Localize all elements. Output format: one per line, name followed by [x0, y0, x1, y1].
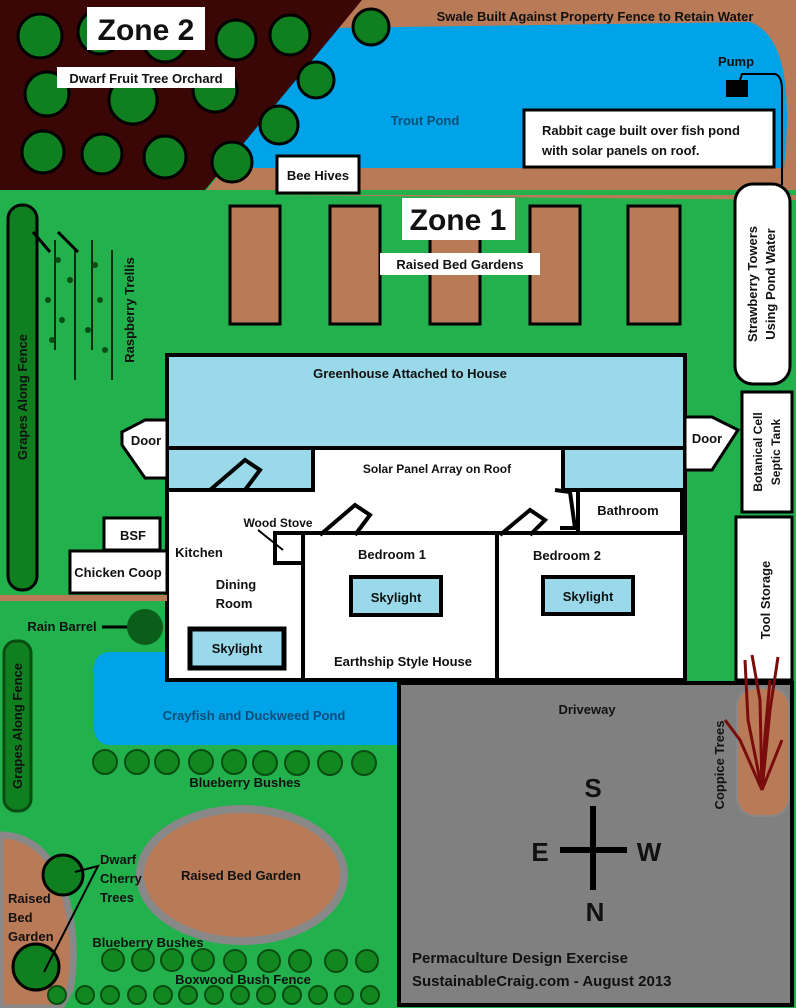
- septic-label-2: Septic Tank: [769, 418, 783, 485]
- boxwood-label: Boxwood Bush Fence: [175, 972, 311, 987]
- chicken-coop: [68, 549, 169, 595]
- rain-barrel-label: Rain Barrel: [27, 619, 96, 634]
- compass-north: N: [586, 897, 605, 927]
- blueberry-row-2: [101, 948, 379, 973]
- tool-storage-label: Tool Storage: [758, 561, 773, 639]
- bee-hives-label: Bee Hives: [287, 168, 349, 183]
- tool-storage: [734, 515, 794, 682]
- rabbit-cage: [522, 108, 776, 169]
- dining-label-1: Dining: [216, 577, 256, 592]
- left-bed-label-1: Raised: [8, 891, 51, 906]
- compass-east: E: [531, 837, 548, 867]
- septic-label-1: Botanical Cell: [751, 412, 765, 491]
- compass-west: W: [637, 837, 662, 867]
- wood-stove-label: Wood Stove: [243, 516, 312, 530]
- credit-title: Permaculture Design Exercise: [412, 950, 628, 967]
- skylight-label: Skylight: [563, 589, 614, 604]
- cherry-label-3: Trees: [100, 890, 134, 905]
- skylight-kitchen: [187, 626, 287, 671]
- compass: S N E W: [531, 773, 661, 927]
- rabbit-text-1: Rabbit cage built over fish pond: [542, 123, 740, 138]
- cherry-label-2: Cherry: [100, 871, 143, 886]
- skylight-label: Skylight: [371, 590, 422, 605]
- chicken-coop-label: Chicken Coop: [74, 565, 161, 580]
- cherry-label-1: Dwarf: [100, 852, 137, 867]
- kitchen-label: Kitchen: [175, 545, 223, 560]
- grapes-bottom-label: Grapes Along Fence: [10, 663, 25, 789]
- zone2-title: Zone 2: [98, 14, 195, 47]
- blueberry-label-2: Blueberry Bushes: [92, 935, 203, 950]
- rain-barrel: [127, 609, 163, 645]
- grapes-top-label: Grapes Along Fence: [15, 334, 30, 460]
- pump-icon: [726, 80, 748, 97]
- grapes-fence-top: [6, 203, 39, 592]
- pump-pipe: [739, 73, 783, 185]
- cherry-tree: [11, 942, 61, 992]
- pump-label: Pump: [718, 54, 754, 69]
- dining-label-2: Room: [216, 596, 253, 611]
- house-label: Earthship Style House: [334, 654, 472, 669]
- bathroom-label: Bathroom: [597, 503, 658, 518]
- boxwood-fence: [47, 985, 380, 1005]
- driveway-label: Driveway: [558, 702, 616, 717]
- zone1-title: Zone 1: [410, 204, 507, 237]
- strawberry-label-2: Using Pond Water: [763, 228, 778, 339]
- raised-bed-garden-label: Raised Bed Garden: [181, 868, 301, 883]
- blueberry-label-1: Blueberry Bushes: [189, 775, 300, 790]
- door-left-label: Door: [131, 433, 161, 448]
- bsf: [102, 516, 162, 552]
- raspberry-label: Raspberry Trellis: [122, 257, 137, 363]
- bee-hives: [275, 154, 361, 195]
- coppice-label: Coppice Trees: [712, 721, 727, 810]
- door-right[interactable]: [683, 415, 741, 472]
- cherry-tree: [41, 853, 85, 897]
- raised-bed-garden: [136, 805, 348, 945]
- compass-south: S: [584, 773, 601, 803]
- swale-label: Swale Built Against Property Fence to Re…: [437, 9, 754, 24]
- grapes-fence-bottom: [2, 639, 33, 813]
- door-right-label: Door: [692, 431, 722, 446]
- door-swings: [208, 457, 578, 537]
- greenhouse-label: Greenhouse Attached to House: [313, 366, 507, 381]
- bedroom1-label: Bedroom 1: [358, 547, 426, 562]
- trout-pond-label: Trout Pond: [391, 113, 460, 128]
- bedroom2-label: Bedroom 2: [533, 548, 601, 563]
- septic-tank: [740, 390, 794, 514]
- strawberry-label-1: Strawberry Towers: [745, 226, 760, 342]
- bsf-label: BSF: [120, 528, 146, 543]
- left-bed-label-3: Garden: [8, 929, 54, 944]
- rabbit-text-2: with solar panels on roof.: [541, 143, 699, 158]
- greenhouse: [165, 353, 687, 450]
- skylight-bedroom2: [541, 575, 635, 616]
- skylight-bedroom1: [349, 575, 443, 617]
- blueberry-row-1: [92, 749, 377, 776]
- orchard-label: Dwarf Fruit Tree Orchard: [69, 71, 222, 86]
- crayfish-pond-label: Crayfish and Duckweed Pond: [163, 708, 346, 723]
- raised-beds-label: Raised Bed Gardens: [396, 257, 523, 272]
- zone2-label-box: [87, 7, 205, 50]
- strawberry-towers: [733, 182, 792, 386]
- solar-label: Solar Panel Array on Roof: [363, 462, 512, 476]
- credit-subtitle: SustainableCraig.com - August 2013: [412, 973, 672, 990]
- raspberry-trellis: [31, 230, 113, 380]
- skylight-label: Skylight: [212, 641, 263, 656]
- left-bed-label-2: Bed: [8, 910, 33, 925]
- door-left[interactable]: [120, 418, 169, 480]
- coppice-branches: [723, 654, 784, 791]
